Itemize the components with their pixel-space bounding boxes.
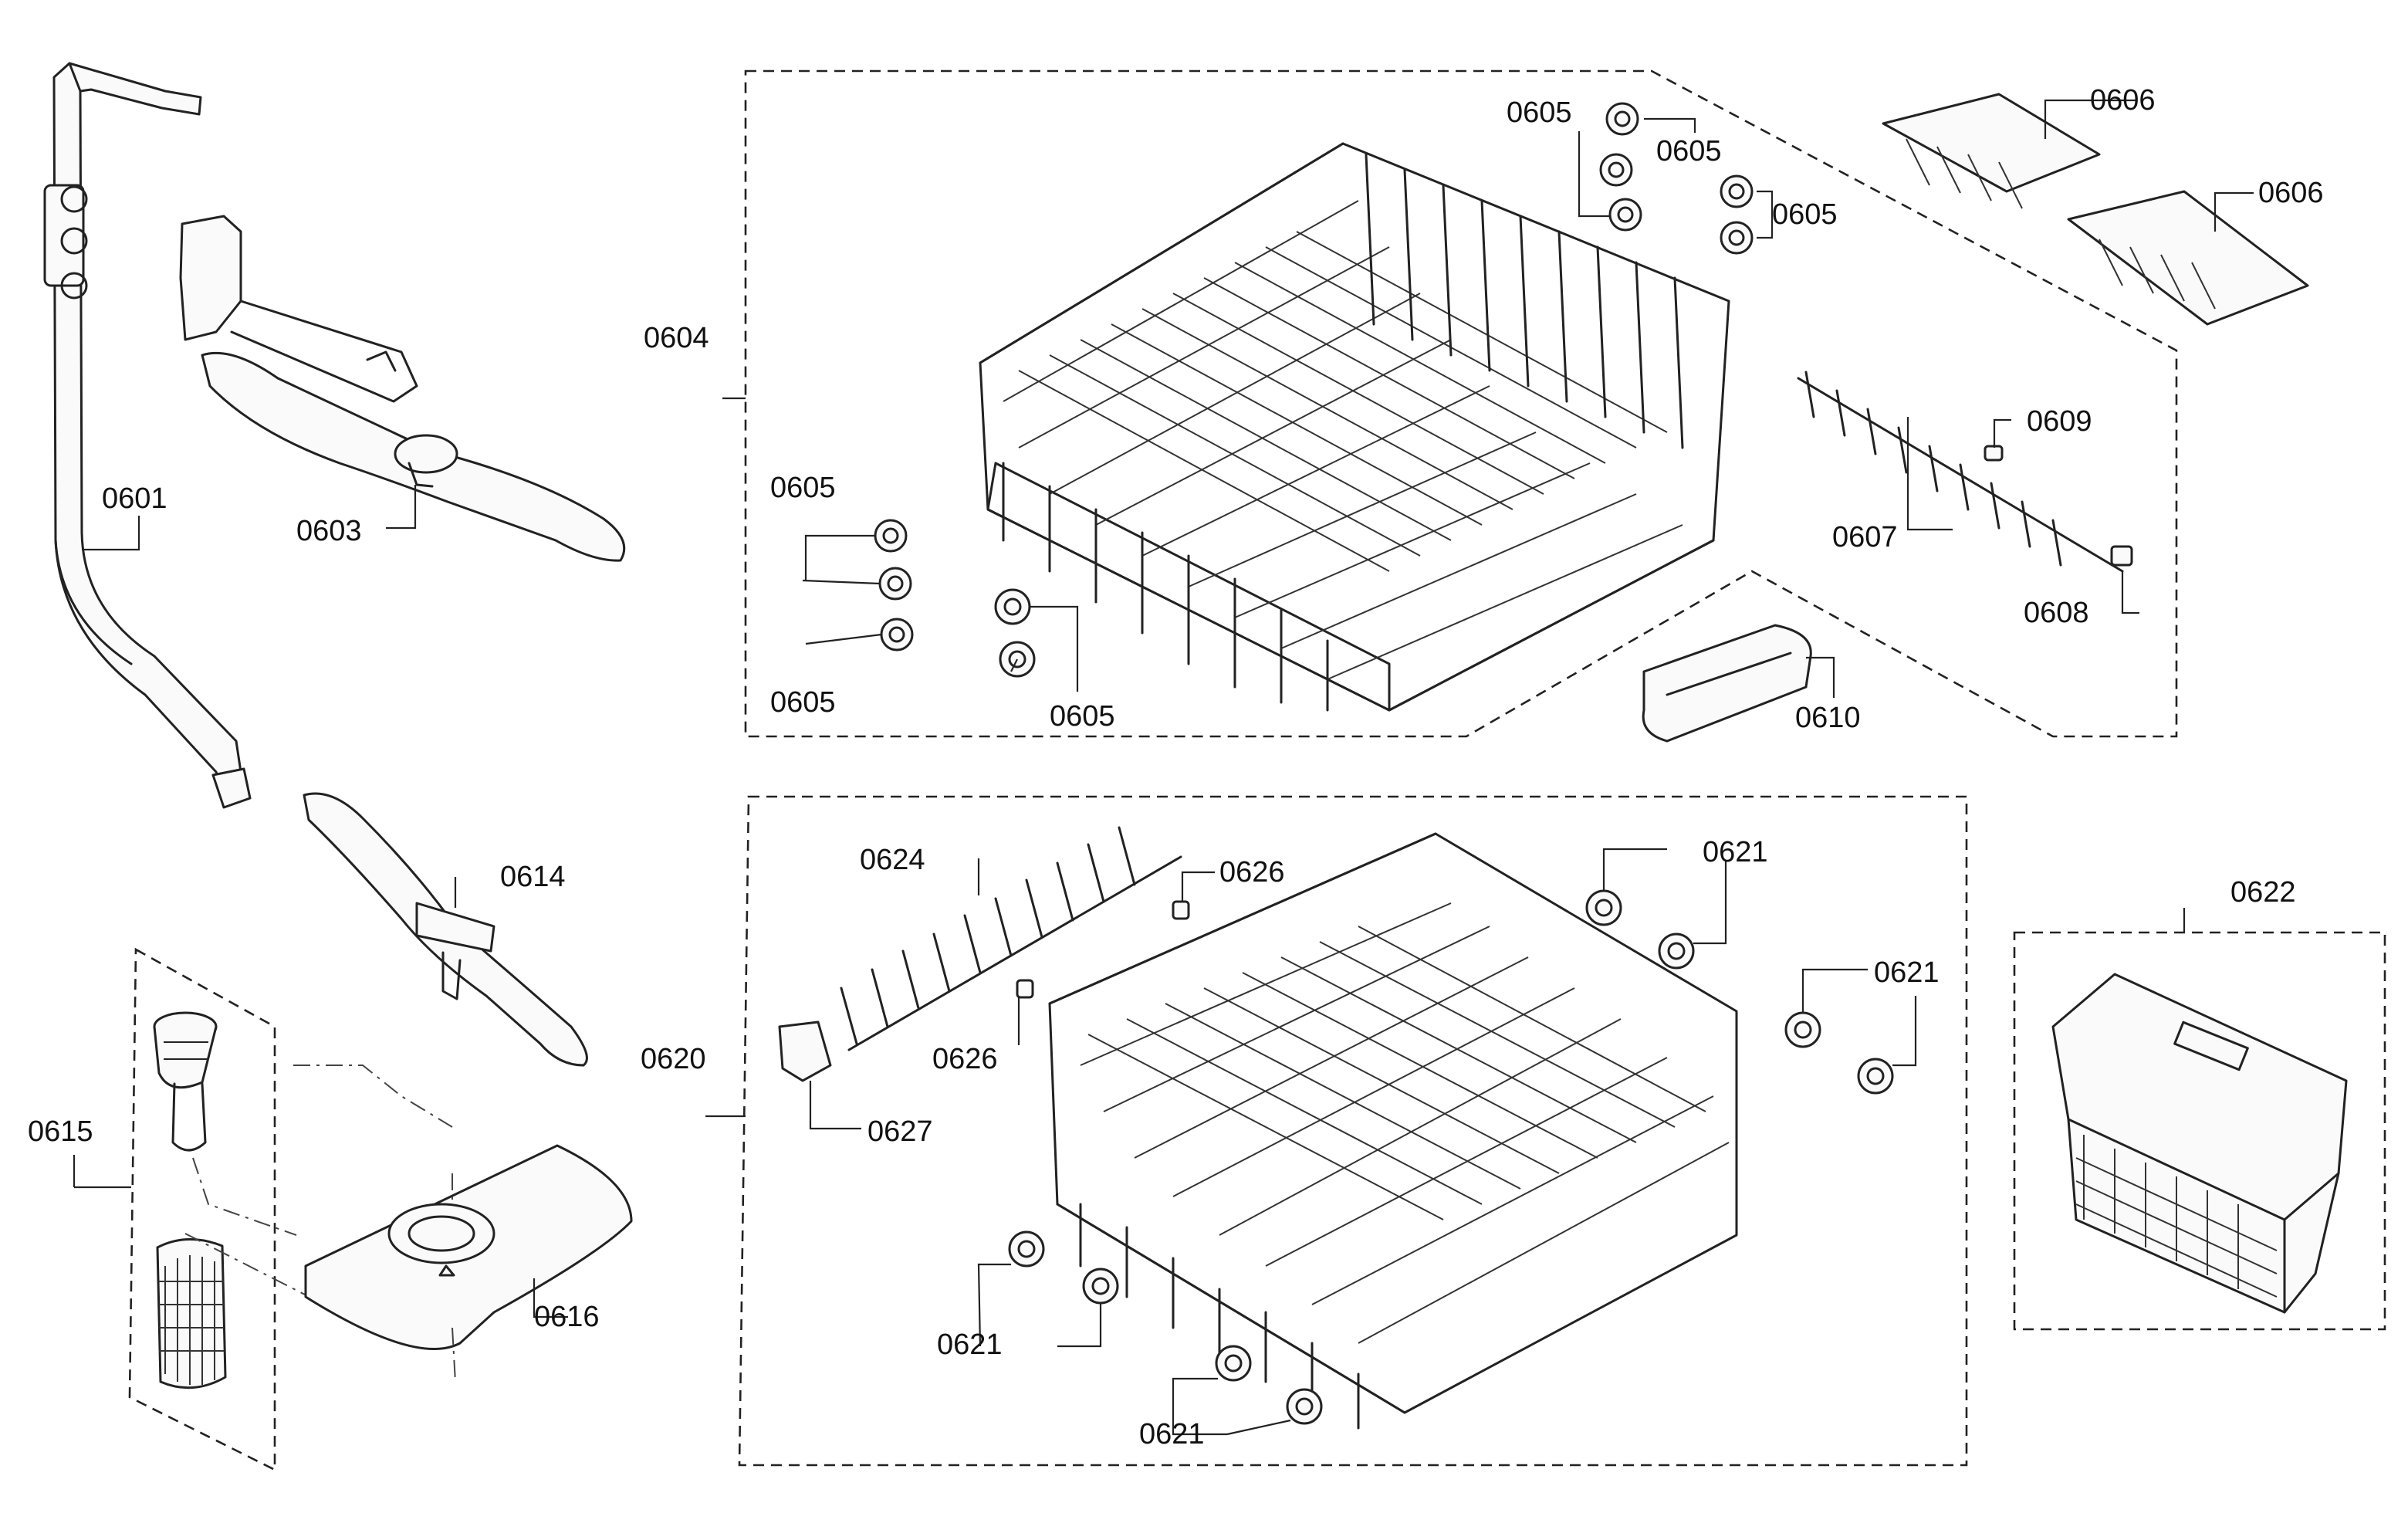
lower-spray-arm-part [303,792,588,1067]
label-0626-lower: 0626 [932,1043,998,1075]
label-0605-left-upper: 0605 [770,472,836,504]
label-0621-top-right: 0621 [1874,956,1940,989]
upper-rack-part [979,142,1730,712]
label-0606-upper: 0606 [2090,84,2156,117]
lower-rack-group-boundary [738,795,1968,1467]
fold-tine-part [1797,371,2124,573]
label-0621-bottom-left: 0621 [937,1329,1003,1361]
label-0621-bottom-right: 0621 [1139,1418,1205,1450]
clip-parts [1984,445,2133,567]
leader-lines [73,99,2254,1436]
label-0603: 0603 [296,515,362,547]
lower-rack-wheels [1008,889,1894,1425]
flat-filter-part [293,1065,633,1383]
label-0622: 0622 [2230,876,2296,909]
rack-handle-part [1642,624,1812,743]
filter-assembly-part [153,1011,340,1389]
lower-tine-part [840,826,1182,1051]
cutlery-basket-part [2051,973,2348,1314]
label-0606-lower: 0606 [2258,177,2324,209]
label-0601: 0601 [102,482,167,515]
label-0605-top-left: 0605 [1507,96,1572,129]
label-0620: 0620 [641,1043,706,1075]
lower-rack-part [1048,832,1738,1430]
supply-pipe-part [43,62,252,809]
label-0610: 0610 [1795,702,1861,734]
label-0624: 0624 [860,844,925,876]
upper-rack-wheels [874,102,1754,678]
label-0626-upper: 0626 [1219,856,1285,889]
lower-clip-parts [778,900,1190,1082]
upper-rack-group-boundary [744,69,2178,738]
label-0605-left-lower: 0605 [770,686,836,719]
label-0616: 0616 [534,1301,600,1333]
label-0614: 0614 [500,861,566,893]
label-0605-top-mid: 0605 [1656,135,1722,168]
label-0605-center: 0605 [1050,700,1115,733]
cutlery-basket-group-boundary [2013,931,2386,1331]
filter-group-boundary [128,947,276,1472]
label-0607: 0607 [1832,521,1898,553]
cup-shelf-parts [1882,93,2309,326]
label-0627: 0627 [867,1115,933,1148]
label-0609: 0609 [2027,405,2092,438]
label-0605-top-right: 0605 [1772,198,1838,231]
label-0621-top-left: 0621 [1703,836,1768,868]
label-0604: 0604 [644,322,709,354]
label-0608: 0608 [2024,597,2089,629]
upper-spray-arm-part [179,215,626,562]
label-0615: 0615 [28,1115,93,1148]
